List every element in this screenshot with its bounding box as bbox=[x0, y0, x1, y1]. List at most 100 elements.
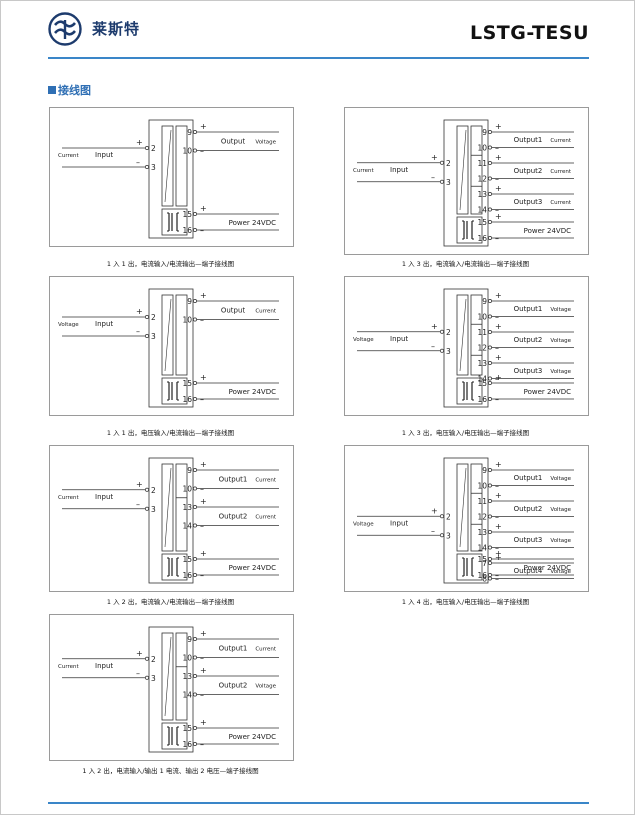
input-minus-sign: – bbox=[431, 342, 435, 351]
output-minus-terminal: 14 bbox=[182, 522, 192, 531]
power-minus-sign: – bbox=[200, 571, 204, 580]
output-type-label: Voltage bbox=[550, 338, 571, 344]
output-minus-sign: – bbox=[200, 147, 204, 156]
terminal-icon bbox=[193, 228, 197, 232]
output-minus-sign: – bbox=[495, 513, 499, 522]
output-label: Output3 bbox=[514, 198, 543, 206]
input-label: Input bbox=[390, 166, 408, 174]
power-minus-sign: – bbox=[200, 395, 204, 404]
output-type-label: Current bbox=[550, 200, 572, 206]
output-minus-terminal: 14 bbox=[477, 375, 487, 384]
output-plus-terminal: 9 bbox=[187, 635, 192, 644]
terminal-icon bbox=[193, 468, 197, 472]
output-plus-sign: + bbox=[495, 353, 502, 362]
input-minus-sign: – bbox=[431, 173, 435, 182]
terminal-icon bbox=[440, 179, 444, 184]
terminal-icon bbox=[193, 523, 197, 528]
output-plus-sign: + bbox=[495, 522, 502, 531]
power-block bbox=[456, 216, 483, 244]
input-type-label: Current bbox=[58, 153, 80, 159]
output-type-label: Voltage bbox=[255, 139, 276, 145]
diagram-caption: 1 入 4 出，电压输入/电压输出—端子接线图 bbox=[401, 598, 530, 606]
output-minus-terminal: 14 bbox=[477, 206, 487, 215]
power-plus-sign: + bbox=[495, 373, 502, 382]
brand-name: 莱斯特 bbox=[92, 20, 141, 38]
terminal-icon bbox=[488, 345, 492, 350]
power-block bbox=[161, 553, 188, 581]
output-label: Output4 bbox=[514, 567, 543, 575]
input-type-label: Current bbox=[58, 495, 80, 501]
isolation-channel-left bbox=[456, 125, 469, 215]
power-minus-sign: – bbox=[495, 234, 499, 243]
terminal-icon bbox=[488, 468, 492, 472]
input-plus-sign: + bbox=[136, 649, 143, 658]
output-plus-terminal: 13 bbox=[477, 359, 487, 368]
power-minus-sign: – bbox=[200, 226, 204, 235]
input-minus-sign: – bbox=[136, 669, 140, 678]
input-plus-sign: + bbox=[136, 480, 143, 489]
terminal-icon bbox=[145, 675, 149, 680]
power-block bbox=[456, 377, 483, 405]
output-plus-terminal: 9 bbox=[482, 466, 487, 475]
input-label: Input bbox=[390, 519, 408, 527]
transformer-icon bbox=[167, 557, 179, 577]
output-type-label: Voltage bbox=[550, 307, 571, 313]
power-minus-terminal: 16 bbox=[182, 740, 192, 749]
terminal-icon bbox=[488, 220, 492, 224]
isolation-line bbox=[164, 467, 172, 548]
output-plus-sign: + bbox=[200, 666, 207, 675]
output-plus-sign: + bbox=[200, 291, 207, 300]
output-minus-terminal: 10 bbox=[182, 485, 192, 494]
output-type-label: Current bbox=[550, 169, 572, 175]
power-label: Power 24VDC bbox=[229, 733, 276, 741]
terminal-icon bbox=[440, 348, 444, 353]
power-minus-sign: – bbox=[200, 740, 204, 749]
output-minus-sign: – bbox=[200, 316, 204, 325]
output-minus-terminal: 14 bbox=[182, 691, 192, 700]
terminal-icon bbox=[488, 236, 492, 240]
isolation-channel-right bbox=[470, 294, 483, 376]
output-minus-sign: – bbox=[495, 175, 499, 184]
power-plus-terminal: 15 bbox=[182, 555, 192, 564]
isolation-channel-left bbox=[161, 294, 174, 376]
input-minus-terminal: 3 bbox=[151, 163, 156, 172]
output-minus-terminal: 10 bbox=[477, 482, 487, 491]
output-label: Output2 bbox=[219, 681, 248, 689]
section-title: 接线图 bbox=[48, 82, 91, 98]
terminal-icon bbox=[440, 329, 444, 334]
output-minus-sign: – bbox=[200, 691, 204, 700]
diagram-caption: 1 入 1 出，电流输入/电流输出—端子接线图 bbox=[106, 260, 235, 268]
terminal-icon bbox=[193, 557, 197, 561]
input-plus-sign: + bbox=[431, 506, 438, 515]
terminal-icon bbox=[488, 145, 492, 150]
input-minus-terminal: 3 bbox=[151, 505, 156, 514]
input-plus-sign: + bbox=[136, 138, 143, 147]
output-plus-sign: + bbox=[495, 122, 502, 131]
input-type-label: Current bbox=[353, 168, 375, 174]
section-square-icon bbox=[48, 86, 56, 94]
power-plus-terminal: 15 bbox=[182, 724, 192, 733]
output-type-label: Voltage bbox=[550, 369, 571, 375]
power-label: Power 24VDC bbox=[524, 388, 571, 396]
terminal-icon bbox=[193, 299, 197, 303]
terminal-icon bbox=[145, 315, 149, 319]
diagram-caption: 1 入 3 出，电压输入/电压输出—端子接线图 bbox=[401, 429, 530, 437]
terminal-icon bbox=[145, 656, 149, 661]
output-minus-terminal: 14 bbox=[477, 544, 487, 553]
isolation-channel-left bbox=[161, 125, 174, 207]
company-logo-icon bbox=[48, 12, 82, 46]
input-plus-terminal: 2 bbox=[151, 144, 156, 153]
input-plus-sign: + bbox=[431, 153, 438, 162]
input-type-label: Voltage bbox=[58, 322, 79, 328]
input-minus-terminal: 3 bbox=[446, 531, 451, 540]
output-plus-terminal: 11 bbox=[477, 497, 487, 506]
power-plus-sign: + bbox=[495, 549, 502, 558]
terminal-icon bbox=[488, 530, 492, 534]
terminal-icon bbox=[488, 299, 492, 303]
terminal-icon bbox=[193, 148, 197, 153]
